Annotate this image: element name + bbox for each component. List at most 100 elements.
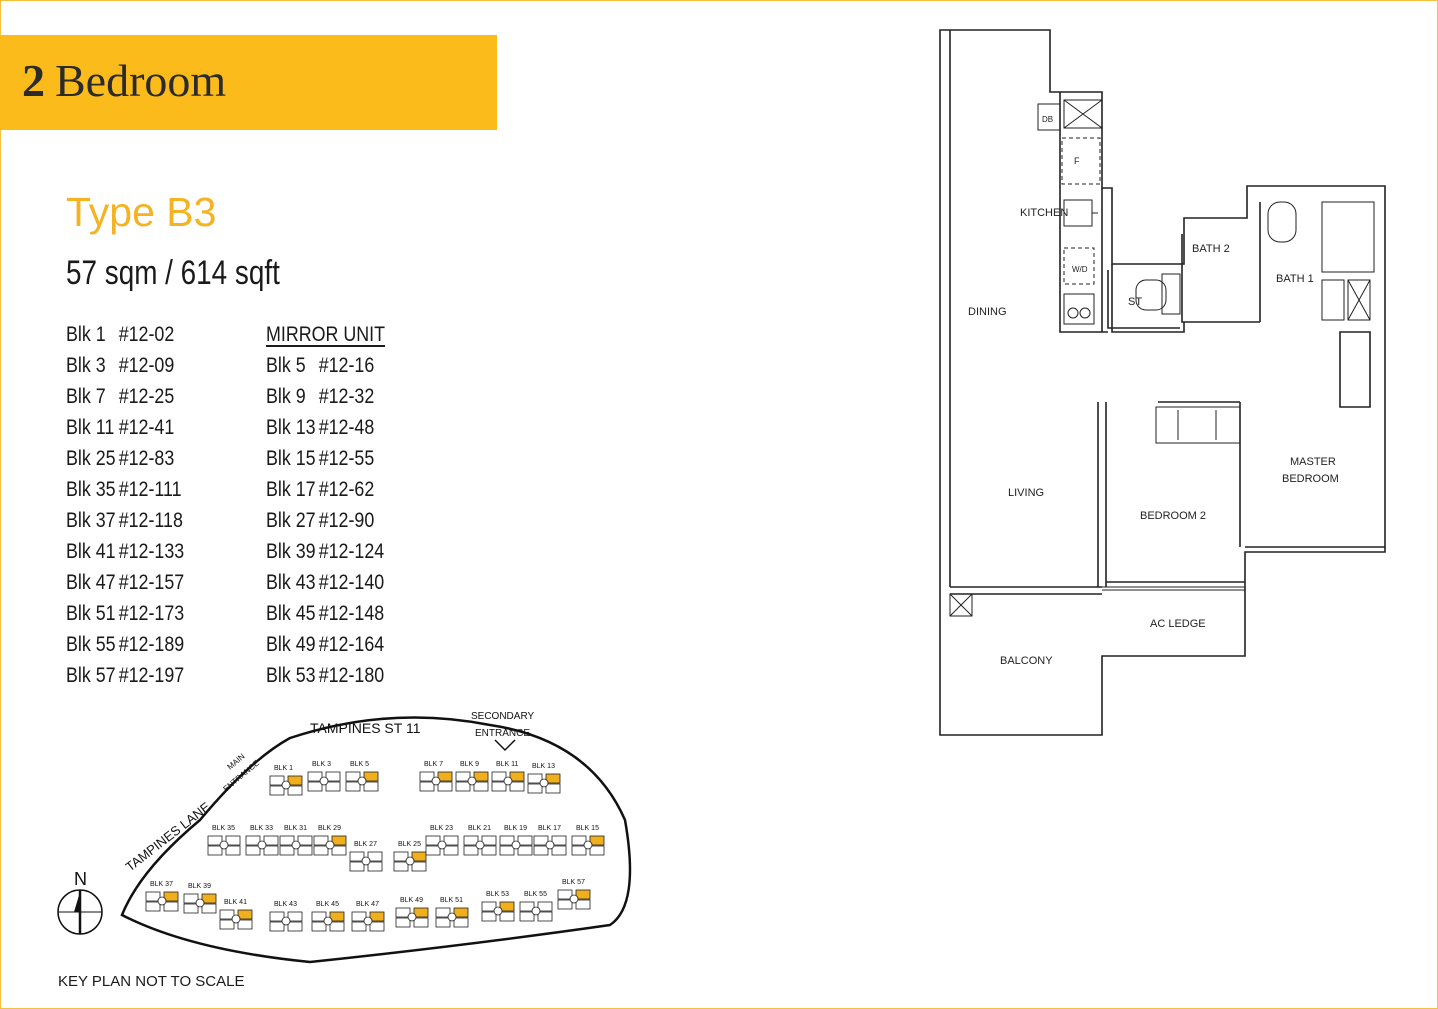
room-st: ST [1128,296,1142,308]
unit-row: Blk 35#12-111 [66,477,184,508]
unit-block: Blk 47 [66,571,116,594]
unit-row: Blk 27#12-90 [266,508,385,539]
block-label: BLK 25 [398,841,421,848]
unit-number: #12-83 [118,447,175,470]
block-label: BLK 31 [284,825,307,832]
unit-number: #12-25 [118,385,175,408]
secondary-entrance-arrow [494,739,516,752]
room-bath2: BATH 2 [1192,243,1230,255]
block-label: BLK 13 [532,763,555,770]
block-marker: BLK 17 [533,825,567,856]
unit-block: Blk 5 [266,354,306,377]
unit-row: Blk 37#12-118 [66,508,184,539]
block-label: BLK 37 [150,881,173,888]
block-marker: BLK 5 [345,761,379,792]
room-bath1: BATH 1 [1276,273,1314,285]
north-compass: N [57,869,103,935]
block-marker: BLK 53 [481,891,515,922]
block-label: BLK 45 [316,901,339,908]
unit-row: Blk 55#12-189 [66,632,184,663]
block-marker: BLK 45 [311,901,345,932]
unit-row: Blk 13#12-48 [266,415,385,446]
room-kitchen: KITCHEN [1020,207,1068,219]
block-label: BLK 41 [224,899,247,906]
block-marker: BLK 51 [435,897,469,928]
unit-number: #12-16 [318,354,375,377]
unit-row: Blk 25#12-83 [66,446,184,477]
unit-number: #12-48 [318,416,375,439]
outer-wall [939,29,1386,736]
unit-type-title: Type B3 [66,189,217,235]
room-f: F [1074,156,1080,166]
unit-number: #12-62 [318,478,375,501]
unit-block: Blk 27 [266,509,316,532]
unit-row: Blk 39#12-124 [266,539,385,570]
bedroom-label: Bedroom [55,55,227,106]
unit-block: Blk 25 [66,447,116,470]
unit-row: Blk 1 #12-02 [66,322,184,353]
unit-number: #12-173 [118,602,185,625]
unit-number: #12-140 [318,571,385,594]
unit-number: #12-180 [318,664,385,687]
room-master-line1: MASTER [1290,456,1336,468]
unit-block: Blk 37 [66,509,116,532]
unit-block: Blk 43 [266,571,316,594]
block-label: BLK 27 [354,841,377,848]
unit-number: #12-32 [318,385,375,408]
unit-row: Blk 11#12-41 [66,415,184,446]
block-marker: BLK 9 [455,761,489,792]
unit-block: Blk 11 [66,416,115,439]
unit-number: #12-189 [118,633,185,656]
block-label: BLK 29 [318,825,341,832]
block-label: BLK 43 [274,901,297,908]
block-label: BLK 49 [400,897,423,904]
key-plan-note: KEY PLAN NOT TO SCALE [58,973,245,990]
block-marker: BLK 1 [269,765,303,796]
block-marker: BLK 11 [491,761,525,792]
unit-number: #12-09 [118,354,175,377]
room-dining: DINING [968,306,1007,318]
street-top: TAMPINES ST 11 [310,720,421,736]
bedroom-banner [0,35,497,130]
unit-block: Blk 9 [266,385,306,408]
room-bedroom2: BEDROOM 2 [1140,510,1206,522]
unit-area: 57 sqm / 614 sqft [66,254,280,292]
block-marker: BLK 57 [557,879,591,910]
unit-block: Blk 41 [66,540,116,563]
bedroom-count: 2 [22,55,45,106]
block-marker: BLK 35 [207,825,241,856]
block-marker: BLK 3 [307,761,341,792]
block-marker: BLK 33 [245,825,279,856]
block-marker: BLK 13 [527,763,561,794]
secondary-entrance-line2: ENTRANCE [475,728,530,739]
block-marker: BLK 23 [425,825,459,856]
unit-row: Blk 17#12-62 [266,477,385,508]
unit-number: #12-02 [118,323,175,346]
block-label: BLK 57 [562,879,585,886]
unit-block: Blk 1 [66,323,106,346]
key-plan: TAMPINES ST 11 TAMPINES LANE SECONDARY E… [57,711,632,964]
unit-number: #12-124 [318,540,385,563]
block-label: BLK 53 [486,891,509,898]
unit-number: #12-55 [318,447,375,470]
block-marker: BLK 39 [183,883,217,914]
block-label: BLK 5 [350,761,369,768]
room-living: LIVING [1008,487,1044,499]
block-label: BLK 21 [468,825,491,832]
block-label: BLK 15 [576,825,599,832]
block-label: BLK 1 [274,765,293,772]
unit-row: Blk 47#12-157 [66,570,184,601]
unit-number: #12-157 [118,571,185,594]
block-label: BLK 51 [440,897,463,904]
block-label: BLK 55 [524,891,547,898]
unit-row: Blk 7#12-25 [66,384,184,415]
unit-block: Blk 55 [66,633,116,656]
room-master-line2: BEDROOM [1282,473,1339,485]
unit-number: #12-148 [318,602,385,625]
unit-number: #12-133 [118,540,185,563]
unit-row: Blk 57#12-197 [66,663,184,694]
unit-row: Blk 49#12-164 [266,632,385,663]
kitchen-wall [1059,92,1108,333]
block-marker: BLK 47 [351,901,385,932]
